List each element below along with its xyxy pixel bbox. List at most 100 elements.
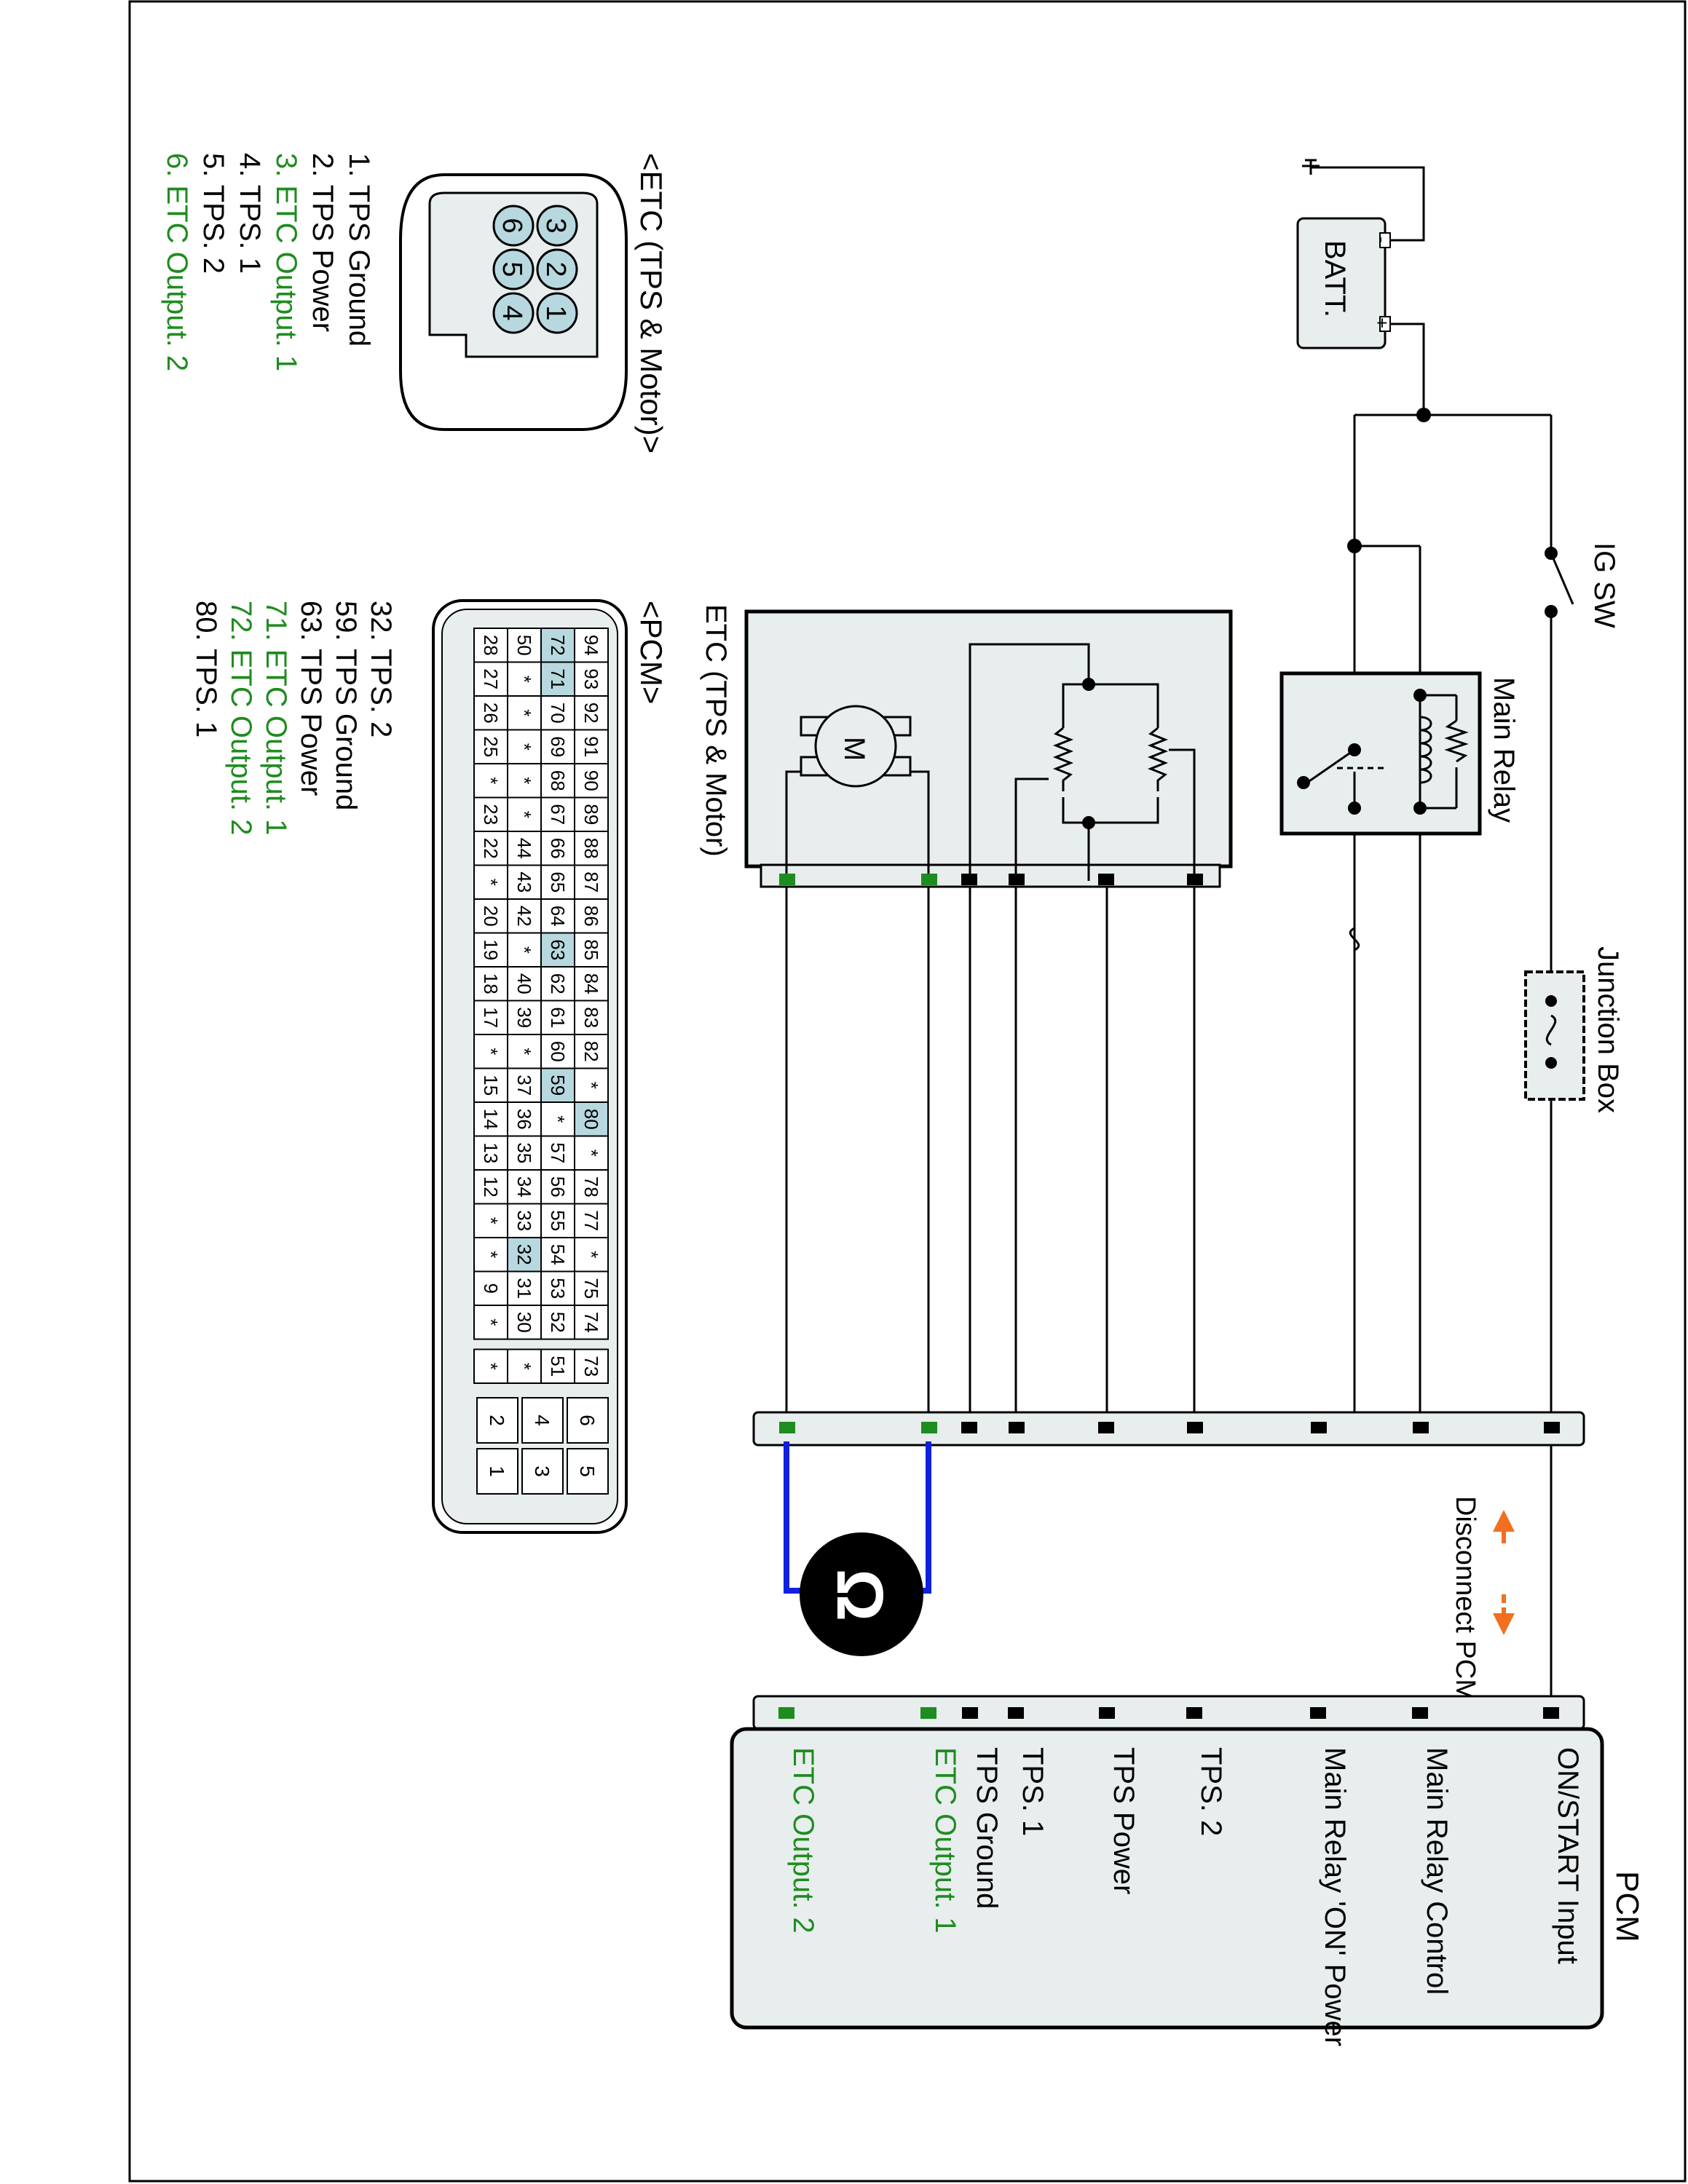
circuit: [785, 159, 1574, 1711]
pcm-pin-number: 91: [580, 736, 602, 757]
battery: BATT. - +: [1296, 217, 1393, 349]
pcm-pin-number: 88: [580, 838, 602, 859]
pcm-pin-block-number: 6: [576, 1415, 599, 1426]
pcm-side-number: 51: [547, 1356, 569, 1377]
pcm-pin-number: 12: [480, 1176, 502, 1198]
pcm-pin-number: 32: [513, 1244, 535, 1265]
pcm-legend-item: 71. ETC Output. 1: [260, 601, 292, 835]
etc-pin-number: 5: [497, 261, 527, 277]
etc-pin: [492, 205, 535, 247]
pcm-pin-number: 19: [480, 939, 502, 960]
pcm-pin-block-cell: [567, 1397, 609, 1444]
main-relay-label: Main Relay: [1488, 677, 1520, 823]
pcm-pin-number: 63: [547, 939, 569, 960]
pcm-legend: <PCM> 94939291908988878685848382*80*7877…: [190, 599, 669, 1534]
pcm-pin-number: 25: [480, 736, 502, 757]
pcm-terminal: [1099, 1707, 1115, 1719]
pcm-pin-number: 54: [547, 1244, 569, 1265]
pcm-pin-number: 27: [480, 668, 502, 689]
pcm-side-cell: [473, 1348, 508, 1384]
pcm-pin-number: 14: [480, 1109, 502, 1130]
pcm-pin-label: TPS Power: [1108, 1747, 1140, 1894]
pcm-pin-number: 37: [513, 1075, 535, 1096]
pcm-pin-number: 60: [547, 1041, 569, 1062]
pcm-pin-number: *: [580, 1251, 602, 1258]
etc-pin-number: 4: [497, 305, 527, 320]
pcm-pin-number: 17: [480, 1007, 502, 1028]
pcm-pin-number: 92: [580, 703, 602, 724]
pcm-pin-cell: [473, 1305, 508, 1340]
pcm-pin-block-number: 3: [531, 1465, 553, 1477]
tps-sensor: [969, 643, 1196, 881]
pcm-pin-label: Main Relay Control: [1421, 1747, 1453, 1995]
etc-pin: [492, 292, 535, 334]
pcm-pin-number: 59: [547, 1075, 569, 1096]
battery-plus: +: [1371, 317, 1393, 328]
pcm-pin-label: ETC Output. 1: [929, 1747, 961, 1934]
etc-component: ETC (TPS & Motor) M: [700, 604, 1233, 888]
pcm-pin-number: *: [513, 811, 535, 818]
etc-pin-number: 1: [540, 305, 571, 320]
pcm-pin-number: 39: [513, 1007, 535, 1028]
pcm-pin-number: *: [580, 1082, 602, 1089]
pcm-pin-number: *: [480, 777, 502, 784]
pcm-pin-block-cell: [521, 1448, 564, 1495]
pcm-terminal: [962, 1707, 978, 1719]
pcm-pin-number: *: [513, 709, 535, 716]
pcm-pin-block-number: 4: [531, 1415, 553, 1426]
pcm-pin-number: *: [547, 1115, 569, 1123]
etc-legend-item: 6. ETC Output. 2: [161, 153, 193, 371]
pcm-pin-number: 62: [547, 973, 569, 994]
pcm-terminal: [920, 1707, 936, 1719]
pcm-legend-item: 59. TPS Ground: [330, 601, 362, 810]
pcm-pin-number: 43: [513, 871, 535, 893]
pcm-pin-label: ON/START Input: [1552, 1747, 1584, 1964]
harness-connector: [752, 1411, 1585, 1447]
pcm-pin-number: 87: [580, 871, 602, 893]
pcm-pin-number: 50: [513, 635, 535, 656]
pcm-pin-number: *: [580, 1150, 602, 1157]
page-border: [128, 0, 1687, 2183]
pcm-pin-number: 86: [580, 906, 602, 927]
pcm-pin-number: 78: [580, 1176, 602, 1198]
pcm-pin-number: 55: [547, 1210, 569, 1231]
pcm-legend-title: <PCM>: [634, 601, 669, 704]
etc-pin-number: 6: [497, 218, 527, 233]
pcm-pin-number: 23: [480, 804, 502, 825]
etc-legend-item: 5. TPS. 2: [197, 153, 229, 274]
pcm-pin-number: 94: [580, 635, 602, 656]
pcm-pin-number: 52: [547, 1312, 569, 1333]
ohm-icon: Ω: [823, 1569, 896, 1621]
ig-sw-label: IG SW: [1588, 542, 1620, 628]
pcm-pin-number: 33: [513, 1210, 535, 1231]
motor-label: M: [838, 737, 870, 761]
pcm-pin-number: 57: [547, 1142, 569, 1163]
pcm-legend-item: 63. TPS Power: [295, 601, 327, 796]
pcm-pin-number: 13: [480, 1142, 502, 1163]
pcm-pin-number: 69: [547, 736, 569, 757]
pcm-legend-item: 80. TPS. 1: [190, 601, 222, 737]
pcm-pin-number: 89: [580, 804, 602, 825]
pcm-side-number: *: [513, 1363, 535, 1370]
pcm-pin-number: 84: [580, 973, 602, 994]
pcm-pin-number: *: [513, 676, 535, 683]
pcm-pin-number: 77: [580, 1210, 602, 1231]
etc-legend-title: <ETC (TPS & Motor)>: [634, 153, 669, 454]
etc-label: ETC (TPS & Motor): [700, 604, 732, 857]
pcm-pin-number: 83: [580, 1007, 602, 1028]
etc-legend-item: 4. TPS. 1: [234, 153, 266, 274]
pcm-pin-number: 61: [547, 1007, 569, 1028]
pcm-pin-number: *: [480, 879, 502, 886]
pcm-pin-block-number: 5: [576, 1465, 599, 1477]
pcm-side-number: *: [480, 1363, 502, 1370]
pcm-pin-number: 36: [513, 1109, 535, 1130]
pcm-pin-number: 64: [547, 906, 569, 927]
pcm-legend-item: 72. ETC Output. 2: [225, 601, 257, 835]
pcm-pin-number: 80: [580, 1109, 602, 1130]
pcm-pin-number: 68: [547, 770, 569, 791]
junction-box-label: Junction Box: [1592, 946, 1624, 1113]
etc-pin-number: 3: [540, 218, 571, 233]
pcm-pin-block-cell: [567, 1448, 609, 1495]
